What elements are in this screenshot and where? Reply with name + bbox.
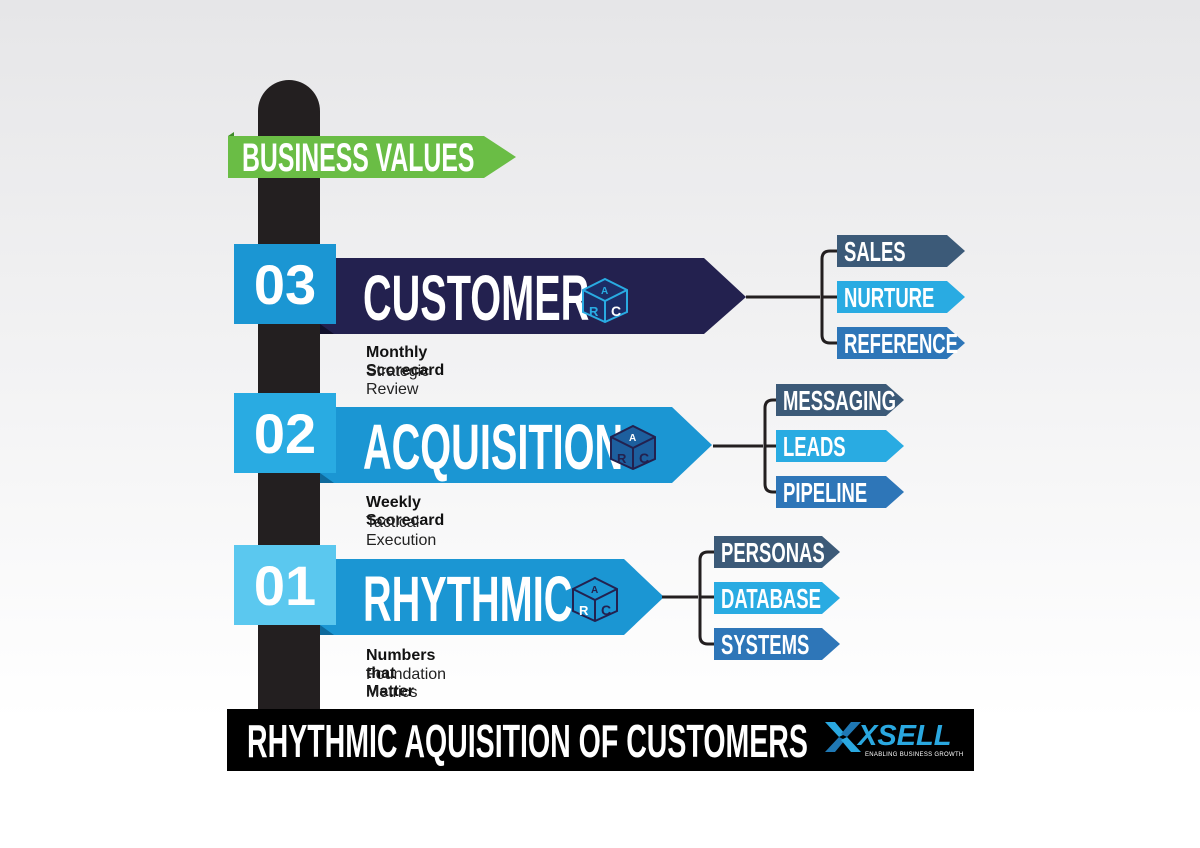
svg-text:A: A <box>601 286 608 297</box>
level-number: 03 <box>253 253 317 316</box>
level-subtitle-bold: Numbers that Matter <box>366 647 436 700</box>
tag-systems: SYSTEMS <box>714 628 840 660</box>
svg-text:A: A <box>591 585 598 596</box>
level-title: RHYTHMIC <box>363 563 573 635</box>
connector-bracket <box>662 550 716 646</box>
level-title: CUSTOMER <box>363 262 590 334</box>
connector-bracket <box>746 249 838 345</box>
green-arrow-shape <box>228 132 516 178</box>
svg-text:C: C <box>639 450 649 466</box>
rhythmic-arrow-shape <box>234 545 664 635</box>
arc-cube-icon: A R C <box>572 576 618 622</box>
tag-sales: SALES <box>837 235 965 267</box>
svg-text:C: C <box>611 303 621 319</box>
customer-arrow-shape <box>234 244 746 334</box>
svg-text:C: C <box>601 602 611 618</box>
svg-text:R: R <box>579 603 589 618</box>
level-subtitle-bold: Weekly Scorecard <box>366 494 445 529</box>
tag-personas: PERSONAS <box>714 536 840 568</box>
level-number: 02 <box>253 402 317 465</box>
tag-reference: REFERENCE <box>837 327 965 359</box>
arc-cube-icon: A R C <box>610 424 656 470</box>
level-subtitle: Foundation Metrics <box>366 666 447 701</box>
business-values-label: BUSINESS VALUES <box>242 136 475 180</box>
business-values-sign: BUSINESS VALUES <box>228 132 516 182</box>
xsell-x-icon <box>825 722 861 752</box>
xsell-logo: XSELL ENABLING BUSINESS GROWTH <box>825 720 963 764</box>
level-subtitle: Strategic Review <box>366 363 430 398</box>
tag-database: DATABASE <box>714 582 840 614</box>
level-subtitle-bold: Monthly Scorecard <box>366 344 445 379</box>
tag-leads: LEADS <box>776 430 904 462</box>
level-number: 01 <box>253 554 317 617</box>
xsell-wordmark: XSELL <box>858 720 952 752</box>
xsell-tagline: ENABLING BUSINESS GROWTH <box>865 752 964 758</box>
svg-text:R: R <box>589 304 599 319</box>
acquisition-arrow-shape <box>234 393 712 483</box>
footer-banner: RHYTHMIC AQUISITION OF CUSTOMERS <box>227 709 974 771</box>
svg-text:A: A <box>629 433 636 444</box>
arc-cube-icon: A R C <box>582 277 628 323</box>
tag-messaging: MESSAGING <box>776 384 904 416</box>
level-subtitle: Tactical Execution <box>366 514 437 549</box>
level-title: ACQUISITION <box>363 411 624 483</box>
tag-nurture: NURTURE <box>837 281 965 313</box>
footer-title: RHYTHMIC AQUISITION OF CUSTOMERS <box>247 715 808 767</box>
tag-pipeline: PIPELINE <box>776 476 904 508</box>
svg-text:R: R <box>617 451 627 466</box>
